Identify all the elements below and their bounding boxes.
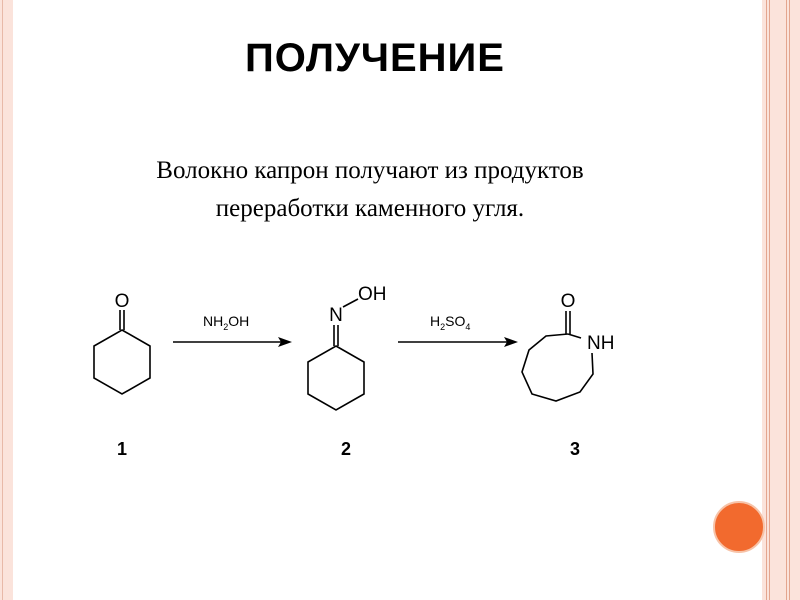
compound-2-nitrogen: N <box>329 305 343 326</box>
compound-1-oxygen: O <box>115 291 130 312</box>
compound-3-number: 3 <box>570 439 580 459</box>
compound-3-nh: NH <box>587 333 614 354</box>
compound-2-number: 2 <box>341 439 351 459</box>
orange-circle-decoration <box>713 501 765 553</box>
n-o-bond <box>342 298 359 308</box>
arrow-2-reagent: H2SO4 <box>430 313 470 332</box>
left-decorative-border <box>0 0 13 600</box>
right-decorative-border <box>762 0 800 600</box>
compound-2-hydroxyl: OH <box>358 284 387 305</box>
reaction-scheme: O 1 NH2OH N OH 2 H2SO4 O NH 3 <box>93 284 614 459</box>
arrow-1-reagent: NH2OH <box>203 313 249 332</box>
reaction-arrow-2 <box>398 337 518 347</box>
compound-3-oxygen: O <box>561 291 576 312</box>
cyclohexane-ring-1 <box>93 329 151 395</box>
slide-title: ПОЛУЧЕНИЕ <box>245 36 505 80</box>
body-text-line-1: Волокно капрон получают из продуктов <box>156 157 584 184</box>
compound-2-oxime <box>307 298 365 411</box>
compound-3-caprolactam <box>521 311 594 402</box>
compound-1-number: 1 <box>117 439 127 459</box>
reaction-arrow-1 <box>173 337 292 347</box>
compound-1-cyclohexanone <box>93 310 151 395</box>
slide-body-text: Волокно капрон получают из продуктов пер… <box>70 152 670 228</box>
carbonyl-n-bond <box>567 333 582 339</box>
azepane-ring <box>521 333 594 402</box>
cyclohexane-ring-2 <box>307 345 365 411</box>
body-text-line-2: переработки каменного угля. <box>215 195 525 222</box>
